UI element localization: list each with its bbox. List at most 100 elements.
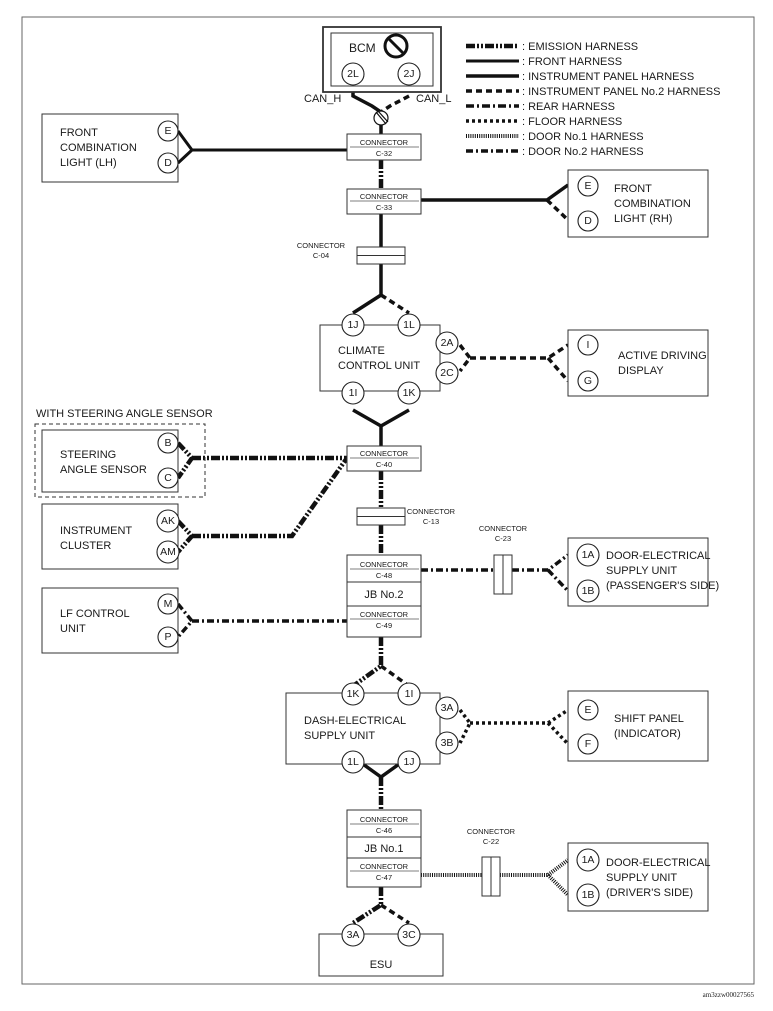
front-light-lh-line2: COMBINATION [60, 142, 137, 154]
can-l-label: CAN_L [416, 93, 451, 105]
climate-line2: CONTROL UNIT [338, 360, 420, 372]
dash-box [285, 692, 441, 765]
shift-panel-line1: SHIFT PANEL [614, 713, 684, 725]
active-display-line2: DISPLAY [618, 365, 664, 377]
dash-pin-1j-label: 1J [403, 756, 414, 768]
cluster-pin-am-label: AM [160, 546, 176, 558]
front-light-rh-line2: COMBINATION [614, 198, 691, 210]
junction-block-1: CONNECTOR C-46 JB No.1 CONNECTOR C-47 [346, 809, 422, 888]
wires [176, 86, 570, 925]
connector-c22-line2: C-22 [483, 837, 499, 846]
jb1-stack-box [346, 809, 422, 888]
front-light-lh-pin-e-label: E [164, 125, 171, 137]
dash-line1: DASH-ELECTRICAL [304, 715, 406, 727]
steering-option-dashed-frame [34, 423, 206, 498]
climate-pin-1k [397, 381, 421, 405]
connector-c04: CONNECTOR C-04 [297, 241, 406, 265]
door-driver-pin-1a-label: 1A [582, 854, 595, 866]
climate-pin-2a [435, 331, 459, 355]
connector-c40-line2: C-40 [376, 460, 392, 469]
door-passenger-line1: DOOR-ELECTRICAL [606, 550, 711, 562]
wire-c32-lh-light [176, 130, 347, 165]
climate-pin-2a-label: 2A [441, 337, 454, 349]
active-driving-display: I G ACTIVE DRIVING DISPLAY [567, 329, 709, 397]
shift-panel-line2: (INDICATOR) [614, 728, 681, 740]
cluster-line2: CLUSTER [60, 540, 111, 552]
dash-pin-1k-label: 1K [347, 688, 360, 700]
lf-unit-pin-m [157, 593, 179, 615]
climate-pin-1j [341, 313, 365, 337]
bcm-module: BCM 2L 2J CAN_H CAN_L [304, 26, 451, 126]
esu-box [318, 933, 444, 977]
dash-pin-3b [435, 731, 459, 755]
connector-c13-line1: CONNECTOR [407, 507, 456, 516]
lf-unit-pin-m-label: M [164, 598, 173, 610]
wire-c04-climate-1l [380, 293, 410, 315]
shift-panel-pin-e-label: E [584, 704, 591, 716]
connector-c22-line1: CONNECTOR [467, 827, 516, 836]
legend-rear-label: : REAR HARNESS [522, 101, 615, 113]
connector-c13: CONNECTOR C-13 [356, 507, 456, 526]
connector-c40-line1: CONNECTOR [360, 449, 409, 458]
lf-unit-line1: LF CONTROL [60, 608, 130, 620]
active-display-pin-g-label: G [584, 375, 592, 387]
front-light-rh-pin-d-label: D [584, 215, 592, 227]
wire-c23-door-passenger [512, 553, 570, 593]
connector-c23-line1: CONNECTOR [479, 524, 528, 533]
door-passenger-pin-1b [576, 579, 600, 603]
legend-front-label: : FRONT HARNESS [522, 56, 622, 68]
connector-c40-box [346, 445, 422, 472]
wire-c33-rh-e [421, 183, 570, 202]
shift-panel-pin-e [577, 699, 599, 721]
legend-instrument-label: : INSTRUMENT PANEL HARNESS [522, 71, 694, 83]
connector-c49-line1: CONNECTOR [360, 610, 409, 619]
cluster-box [41, 503, 179, 570]
front-light-lh-box [41, 113, 179, 183]
wire-c04-climate-1j [352, 264, 383, 315]
active-display-pin-i-label: I [587, 339, 590, 351]
connector-c49-line2: C-49 [376, 621, 392, 630]
connector-c04-line1: CONNECTOR [297, 241, 346, 250]
wire-c47-esu-3c [380, 903, 410, 925]
door-driver-pin-1b [576, 883, 600, 907]
junction-block-2: CONNECTOR C-48 JB No.2 CONNECTOR C-49 [346, 554, 422, 638]
door-passenger-pin-1a-label: 1A [582, 549, 595, 561]
esu-pin-3a [341, 923, 365, 947]
active-display-line1: ACTIVE DRIVING [618, 350, 707, 362]
connector-c04-line2: C-04 [313, 251, 329, 260]
active-display-pin-i [577, 334, 599, 356]
climate-pin-2c-label: 2C [440, 367, 454, 379]
steering-pin-b [157, 432, 179, 454]
wire-c47-esu-3a [351, 887, 384, 925]
connector-c33-line2: C-33 [376, 203, 392, 212]
connector-c23-line2: C-23 [495, 534, 511, 543]
steering-option-label: WITH STEERING ANGLE SENSOR [36, 408, 213, 420]
door-passenger-line3: (PASSENGER'S SIDE) [606, 580, 719, 592]
prohibited-icon [383, 33, 409, 59]
connector-c33: CONNECTOR C-33 [346, 188, 422, 215]
connector-c32-line1: CONNECTOR [360, 138, 409, 147]
lf-unit-box [41, 587, 179, 654]
wire-c40-cluster [176, 456, 349, 554]
front-light-rh: E D FRONT COMBINATION LIGHT (RH) [567, 169, 709, 238]
climate-line1: CLIMATE [338, 345, 385, 357]
cluster-pin-ak [156, 509, 180, 533]
steering-box [41, 429, 179, 493]
legend-door1-label: : DOOR No.1 HARNESS [522, 131, 644, 143]
wire-climate-c40 [352, 408, 410, 446]
front-light-rh-line3: LIGHT (RH) [614, 213, 672, 225]
wire-c49-dash-1k [351, 637, 384, 688]
steering-pin-c [157, 467, 179, 489]
cluster-pin-am [156, 540, 180, 564]
dash-line2: SUPPLY UNIT [304, 730, 375, 742]
bcm-title: BCM [349, 41, 376, 55]
wire-c33-rh-d [545, 198, 570, 222]
climate-control-unit: CLIMATE CONTROL UNIT 1J 1L 2A 2C 1I 1K [319, 313, 459, 405]
shift-panel-pin-f [577, 733, 599, 755]
esu-module: 3A 3C ESU [318, 923, 444, 977]
dash-pin-1i-label: 1I [405, 688, 414, 700]
dash-pin-3a-label: 3A [441, 702, 454, 714]
steering-line1: STEERING [60, 449, 116, 461]
cluster-line1: INSTRUMENT [60, 525, 132, 537]
steering-pin-b-label: B [164, 437, 171, 449]
